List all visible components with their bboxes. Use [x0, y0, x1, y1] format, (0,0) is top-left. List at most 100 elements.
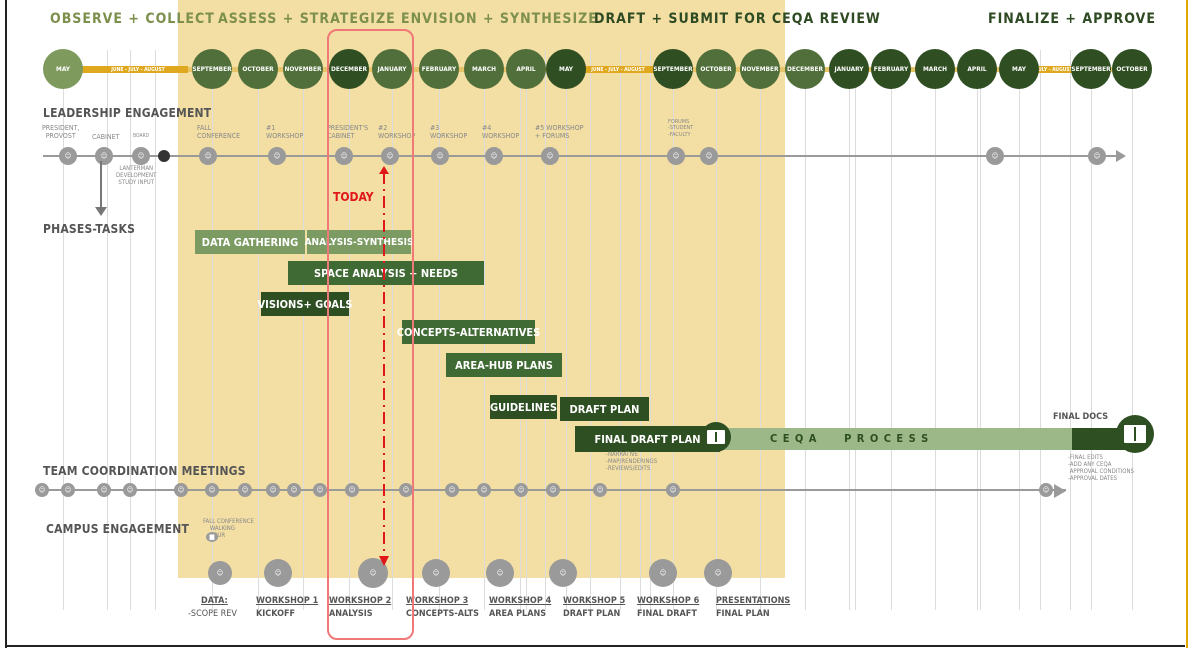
ws-data-sub: -SCOPE REV	[188, 608, 237, 619]
month-may-0: MAY	[43, 49, 83, 89]
month-november-12: NOVEMBER	[740, 49, 780, 89]
month-february-6: FEBRUARY	[419, 49, 459, 89]
month-april-17: APRIL	[957, 49, 997, 89]
ws-data: DATA: -SCOPE REV	[188, 595, 237, 620]
gold-summer-3	[1006, 66, 1086, 73]
gridline-9	[566, 50, 567, 610]
lead-node-icon-4: ☺	[199, 147, 217, 165]
ws-3-sub: CONCEPTS-ALTS	[406, 608, 480, 619]
team-arrow-icon	[1054, 484, 1066, 498]
team-node-icon-4: ☺	[174, 483, 188, 497]
phase-envision-synthesize: ENVISION + SYNTHESIZE	[401, 11, 598, 27]
gridline-extra-8	[650, 50, 651, 610]
lead-node-icon-2: ☺	[132, 147, 150, 165]
team-node-icon-18: ☺	[1039, 483, 1053, 497]
lbl-workshop-4: #4 WORKSHOP	[482, 124, 520, 141]
ceqa-process-label: C E Q A P R O C E S S	[770, 432, 930, 445]
ws-2-title: WORKSHOP 2	[329, 596, 392, 606]
gridline-15	[891, 50, 892, 610]
lead-node-icon-5: ☺	[268, 147, 286, 165]
ceqa-process-bar	[710, 428, 1078, 450]
lead-node-icon-10: ☺	[541, 147, 559, 165]
gridline-2	[258, 50, 259, 610]
gridline-20	[1132, 50, 1133, 610]
month-may-18: MAY	[999, 49, 1039, 89]
month-october-2: OCTOBER	[238, 49, 278, 89]
month-april-8: APRIL	[506, 49, 546, 89]
gridline-extra-11	[980, 50, 981, 610]
phase-observe-collect: OBSERVE + COLLECT	[50, 11, 215, 27]
gridline-extra-7	[640, 50, 641, 610]
final-docs-label: FINAL DOCS	[1053, 412, 1109, 422]
task-concepts-alternatives: CONCEPTS-ALTERNATIVES	[397, 320, 540, 344]
today-highlight-box	[327, 29, 414, 640]
team-node-icon-12: ☺	[445, 483, 459, 497]
ws-3-title: WORKSHOP 3	[406, 596, 469, 606]
phase-assess-strategize: ASSESS + STRATEGIZE	[218, 11, 396, 27]
task-data-gathering: DATA GATHERING	[195, 230, 305, 254]
ws-4-sub: AREA PLANS	[489, 608, 547, 619]
ws-6-sub: FINAL DRAFT	[637, 608, 697, 619]
campus-node-icon-1: ☺	[264, 559, 292, 587]
leadership-engagement-title: LEADERSHIP ENGAGEMENT	[43, 106, 212, 120]
team-node-icon-16: ☺	[593, 483, 607, 497]
ws-data-title: DATA:	[201, 596, 228, 606]
gold-summer-1	[74, 66, 188, 73]
campus-node-icon-0: ☺	[208, 561, 232, 585]
month-october-11: OCTOBER	[696, 49, 736, 89]
gridline-12	[760, 50, 761, 610]
month-september-19: SEPTEMBER	[1071, 49, 1111, 89]
gridline-11	[716, 50, 717, 610]
ws-2-sub: ANALYSIS	[329, 608, 373, 619]
lead-node-icon-14: ☺	[1088, 147, 1106, 165]
lbl-fall-conference: FALL CONFERENCE	[197, 124, 241, 141]
walking-tour-icon: ■	[206, 532, 218, 542]
team-node-icon-5: ☺	[205, 483, 219, 497]
ws-2: WORKSHOP 2 ANALYSIS	[329, 595, 391, 620]
gridline-19	[1091, 50, 1092, 610]
team-node-icon-14: ☺	[514, 483, 528, 497]
phases-tasks-title: PHASES-TASKS	[43, 222, 136, 236]
month-march-7: MARCH	[464, 49, 504, 89]
gridline-18	[1019, 50, 1020, 610]
phase-draft-submit: DRAFT + SUBMIT FOR CEQA REVIEW	[594, 11, 881, 27]
gridline-10	[673, 50, 674, 610]
phase-finalize-approve: FINALIZE + APPROVE	[988, 11, 1156, 27]
team-node-icon-11: ☺	[399, 483, 413, 497]
team-node-icon-13: ☺	[477, 483, 491, 497]
ws-1-sub: KICKOFF	[256, 608, 296, 619]
summer-label-1: JUNE - JULY - AUGUST	[111, 67, 165, 73]
gridline-extra-12	[1040, 50, 1041, 610]
lead-node-icon-8: ☺	[431, 147, 449, 165]
ws-presentations-title: PRESENTATIONS	[716, 596, 791, 606]
gridline-13	[805, 50, 806, 610]
lead-node-icon-0: ☺	[59, 147, 77, 165]
campus-node-icon-5: ☺	[549, 559, 577, 587]
down-arrow-icon	[95, 207, 107, 216]
gridline-extra-6	[620, 50, 621, 610]
summer-label-2: JUNE - JULY - AUGUST	[591, 67, 645, 73]
connector-line	[100, 161, 102, 209]
lbl-workshop-5: #5 WORKSHOP + FORUMS	[535, 124, 584, 141]
team-node-icon-0: ☺	[35, 483, 49, 497]
gridline-extra-5	[590, 50, 591, 610]
task-final-draft-plan: FINAL DRAFT PLAN	[575, 426, 720, 452]
month-january-5: JANUARY	[372, 49, 412, 89]
final-book-icon	[1116, 415, 1154, 453]
month-may-9: MAY	[546, 49, 586, 89]
gridline-17	[977, 50, 978, 610]
campus-node-icon-3: ☺	[422, 559, 450, 587]
frame-bottom	[5, 645, 1185, 647]
lead-node-icon-9: ☺	[485, 147, 503, 165]
leadership-rail	[43, 155, 1116, 157]
team-node-icon-8: ☺	[287, 483, 301, 497]
frame-right	[1186, 0, 1188, 648]
month-september-10: SEPTEMBER	[653, 49, 693, 89]
gridline-extra-2	[155, 50, 156, 610]
lbl-forums: FORUMS -STUDENT -FACULTY	[668, 119, 694, 138]
team-node-icon-17: ☺	[666, 483, 680, 497]
month-march-16: MARCH	[915, 49, 955, 89]
